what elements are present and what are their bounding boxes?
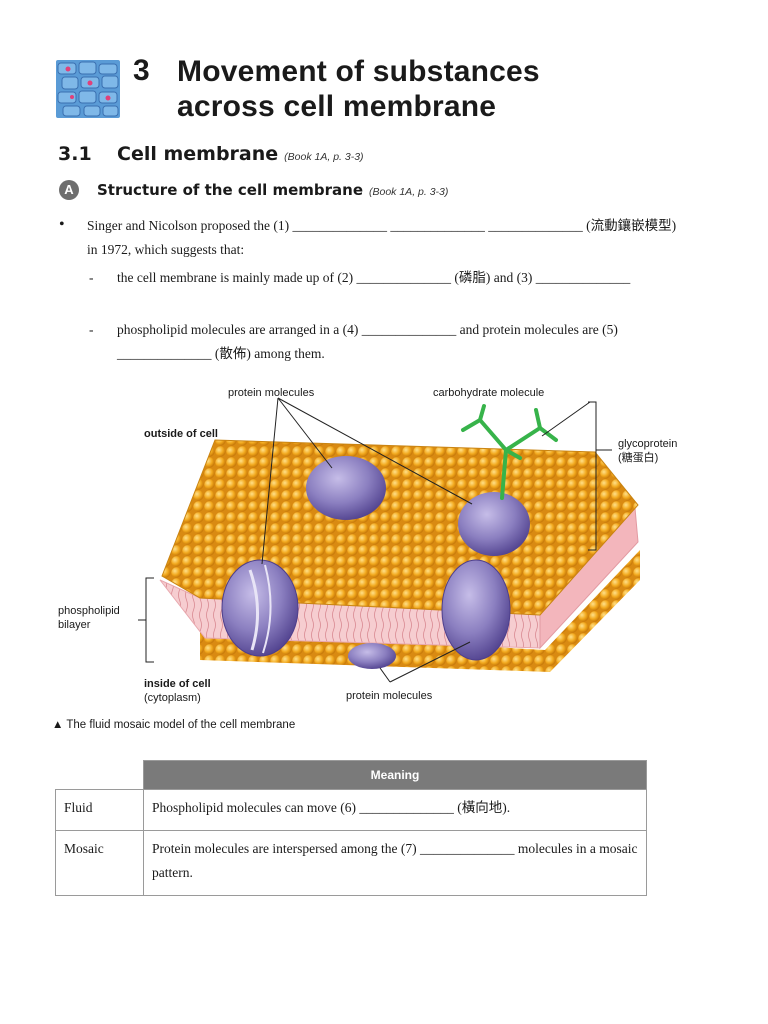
table-term-fluid: Fluid bbox=[55, 789, 144, 831]
dash-marker: - bbox=[89, 270, 94, 285]
chapter-thumbnail-image bbox=[56, 60, 120, 118]
label-outside-of-cell: outside of cell bbox=[144, 428, 218, 440]
subsection-badge: A bbox=[59, 180, 79, 200]
caption-text: The fluid mosaic model of the cell membr… bbox=[66, 719, 296, 731]
fluid-mosaic-diagram: protein molecules carbohydrate molecule … bbox=[50, 380, 730, 710]
section-title: Cell membrane bbox=[117, 143, 279, 165]
subsection-heading: Structure of the cell membrane (Book 1A, … bbox=[97, 181, 448, 199]
section-number: 3.1 bbox=[58, 143, 92, 165]
table-term-mosaic: Mosaic bbox=[55, 830, 144, 896]
dash-marker: - bbox=[89, 322, 94, 337]
chapter-title: Movement of substances across cell membr… bbox=[177, 54, 540, 124]
caption-marker: ▲ bbox=[52, 719, 64, 731]
carbohydrate-chain bbox=[461, 404, 558, 500]
transmembrane-protein-left bbox=[221, 559, 299, 657]
chapter-title-line1: Movement of substances bbox=[177, 55, 540, 88]
table-row: Fluid Phospholipid molecules can move (6… bbox=[55, 789, 647, 831]
table-row: Mosaic Protein molecules are intersperse… bbox=[55, 830, 647, 896]
label-cytoplasm: (cytoplasm) bbox=[144, 692, 201, 704]
protein-molecule-top-left bbox=[306, 456, 386, 520]
table-meaning-mosaic: Protein molecules are interspersed among… bbox=[143, 830, 647, 896]
paragraph-membrane-composition: the cell membrane is mainly made up of (… bbox=[117, 270, 631, 285]
chapter-title-line2: across cell membrane bbox=[177, 90, 497, 123]
subsection-book-reference: (Book 1A, p. 3-3) bbox=[369, 186, 449, 198]
label-protein-molecules-top: protein molecules bbox=[228, 387, 315, 399]
protein-molecule-top-right bbox=[458, 492, 530, 556]
section-book-reference: (Book 1A, p. 3-3) bbox=[284, 151, 364, 163]
label-glycoprotein-zh: (糖蛋白) bbox=[618, 450, 658, 464]
chapter-number: 3 bbox=[133, 54, 150, 87]
subsection-title: Structure of the cell membrane bbox=[97, 181, 363, 199]
table-header-meaning: Meaning bbox=[143, 760, 647, 790]
meaning-table: Meaning Fluid Phospholipid molecules can… bbox=[55, 760, 647, 896]
label-phospholipid: phospholipid bbox=[58, 605, 120, 617]
table-corner-cell bbox=[55, 760, 144, 790]
peripheral-protein bbox=[348, 643, 396, 669]
table-meaning-fluid: Phospholipid molecules can move (6) ____… bbox=[143, 789, 647, 831]
table-header-row: Meaning bbox=[55, 760, 647, 790]
label-protein-molecules-bottom: protein molecules bbox=[346, 690, 433, 702]
label-carbohydrate-molecule: carbohydrate molecule bbox=[433, 387, 544, 399]
paragraph-arrangement: phospholipid molecules are arranged in a… bbox=[117, 322, 618, 361]
paragraph-model-intro: Singer and Nicolson proposed the (1) ___… bbox=[87, 218, 677, 257]
transmembrane-protein-right bbox=[441, 559, 511, 661]
label-inside-of-cell: inside of cell bbox=[144, 678, 211, 690]
label-bilayer: bilayer bbox=[58, 619, 91, 631]
label-glycoprotein: glycoprotein bbox=[618, 438, 677, 450]
figure-caption: ▲ The fluid mosaic model of the cell mem… bbox=[52, 719, 295, 731]
section-heading: Cell membrane (Book 1A, p. 3-3) bbox=[117, 143, 364, 165]
bullet-point: • bbox=[59, 216, 65, 233]
